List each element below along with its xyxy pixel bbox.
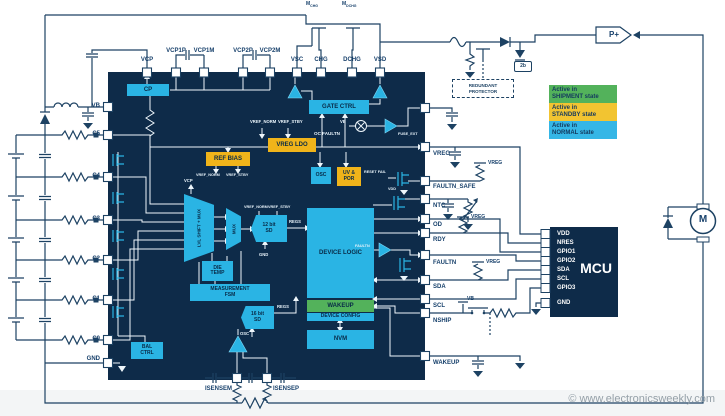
device-logic-block: DEVICE LOGIC	[307, 208, 374, 298]
pin-label-nship: NSHIP	[433, 318, 452, 324]
state-legend: Active in SHIPMENT state Active in STAND…	[549, 85, 617, 139]
sig-vref-stby-adc12: VREF_STBY	[268, 205, 291, 209]
pin-label-c5: C5	[92, 131, 100, 137]
nvm-block: NVM	[307, 330, 374, 349]
mcu-pin-gpio2: GPIO2	[557, 258, 576, 264]
pin-label-c0: C0	[92, 336, 100, 342]
sig-vdd-ntc: VDD	[388, 187, 397, 191]
mux-block: MUX	[226, 208, 241, 250]
sig-vref-norm-ldo: VREF_NORM	[250, 119, 277, 124]
mcu-pin-sda: SDA	[557, 267, 570, 273]
charge-pump-block: CP	[127, 84, 169, 96]
mcu-pin-gpio1: GPIO1	[557, 249, 576, 255]
mcu-pin-gpio3: GPIO3	[557, 285, 576, 291]
motor-label: M	[698, 214, 708, 225]
legend-normal: Active in NORMAL state	[549, 121, 617, 139]
net-label-vreg-pullup-2: VREG	[471, 214, 486, 220]
net-label-vb-nship: VB	[467, 296, 474, 302]
pin-label-vreg: VREG	[433, 151, 451, 157]
component-tag: 2b	[514, 61, 532, 72]
pack-positive-connector: P+	[608, 30, 619, 39]
watermark: © www.electronicsweekly.com	[568, 393, 715, 405]
device-config-block: DEVICE CONFIG	[307, 313, 374, 321]
legend-shipment: Active in SHIPMENT state	[549, 85, 617, 103]
mcu-pin-vdd: VDD	[557, 231, 570, 237]
pin-label-vcp: VCP	[140, 57, 154, 63]
pin-label-vcp1p: VCP1P	[166, 48, 186, 54]
lvl-shift-mux-block: LVL SHIFT + MUX	[184, 194, 214, 262]
sig-gnd-adc12: GND	[259, 252, 269, 257]
sig-regs-adc16: REGS	[277, 304, 289, 309]
pin-label-c3: C3	[92, 216, 100, 222]
legend-standby: Active in STANDBY state	[549, 103, 617, 121]
pin-label-dchg: DCHG	[343, 57, 361, 63]
sig-reset-fail: RESET FAIL	[364, 170, 386, 174]
sig-vref-norm-adc12: VREF_NORM	[244, 205, 268, 209]
net-label-vreg-pullup-3: VREG	[486, 259, 501, 265]
mosfet-chg-label: MCHG	[306, 1, 318, 8]
pin-label-scl: SCL	[433, 303, 445, 309]
pin-label-isensep: ISENSEP	[273, 386, 300, 392]
pin-label-c1: C1	[92, 296, 100, 302]
wakeup-block: WAKEUP	[307, 300, 374, 312]
pin-label-vb: VB	[91, 103, 100, 109]
pin-label-vcp2m: VCP2M	[259, 48, 281, 54]
pin-label-wakeup: WAKEUP	[433, 360, 460, 366]
pin-label-chg: CHG	[314, 57, 328, 63]
sig-osc-adc16: OSC	[240, 331, 250, 336]
pin-label-faultn-safe: FAULTN_SAFE	[433, 184, 476, 190]
pin-label-c2: C2	[92, 256, 100, 262]
sig-fuse-ext: FUSE_EXT	[398, 132, 418, 136]
pin-label-gnd: GND	[86, 356, 100, 362]
pin-label-sda: SDA	[433, 284, 446, 290]
pin-label-rdy: RDY	[433, 237, 446, 243]
net-label-vreg-pullup-1: VREG	[488, 160, 503, 166]
sig-vb-internal: VB	[340, 119, 346, 124]
uv-por-block: UV &POR	[337, 167, 361, 186]
gate-ctrl-block: GATE CTRL	[309, 100, 369, 114]
mosfet-dchg-label: MDCHG	[342, 1, 357, 8]
sig-vref-norm-refbias: VREF_NORM	[196, 173, 220, 177]
pin-label-c4: C4	[92, 173, 100, 179]
vreg-ldo-block: VREG LDO	[268, 138, 316, 152]
pin-label-vcp2p: VCP2P	[233, 48, 253, 54]
sig-vref-stby-ldo: VREF_STBY	[278, 119, 303, 124]
sig-vcp-mux: VCP	[184, 178, 193, 183]
pin-label-vcp1m: VCP1M	[193, 48, 215, 54]
sig-oc-faultn: OC FAULTN	[314, 131, 340, 136]
pin-label-ntc: NTC	[433, 203, 446, 209]
sig-vref-stby-refbias: VREF_STBY	[226, 173, 249, 177]
sig-regs-adc12: REGS	[289, 219, 301, 224]
pin-label-od: OD	[433, 222, 442, 228]
osc-block: OSC	[311, 167, 331, 184]
mcu-pin-nres: NRES	[557, 240, 574, 246]
sig-faultn-comp: FAULTN	[355, 244, 370, 248]
redundant-protector-box: REDUNDANT PROTECTOR	[452, 79, 514, 98]
mcu-label: MCU	[580, 260, 612, 276]
mcu-pins	[540, 229, 551, 308]
pin-label-isensem: ISENSEM	[204, 386, 232, 392]
ref-bias-block: REF BIAS	[206, 152, 250, 166]
pin-label-faultn: FAULTN	[433, 260, 457, 266]
mcu-pin-gnd: GND	[557, 300, 571, 306]
pin-label-vsd: VSD	[373, 57, 387, 63]
pin-label-vsc: VSC	[290, 57, 304, 63]
mcu-pin-scl: SCL	[557, 276, 569, 282]
